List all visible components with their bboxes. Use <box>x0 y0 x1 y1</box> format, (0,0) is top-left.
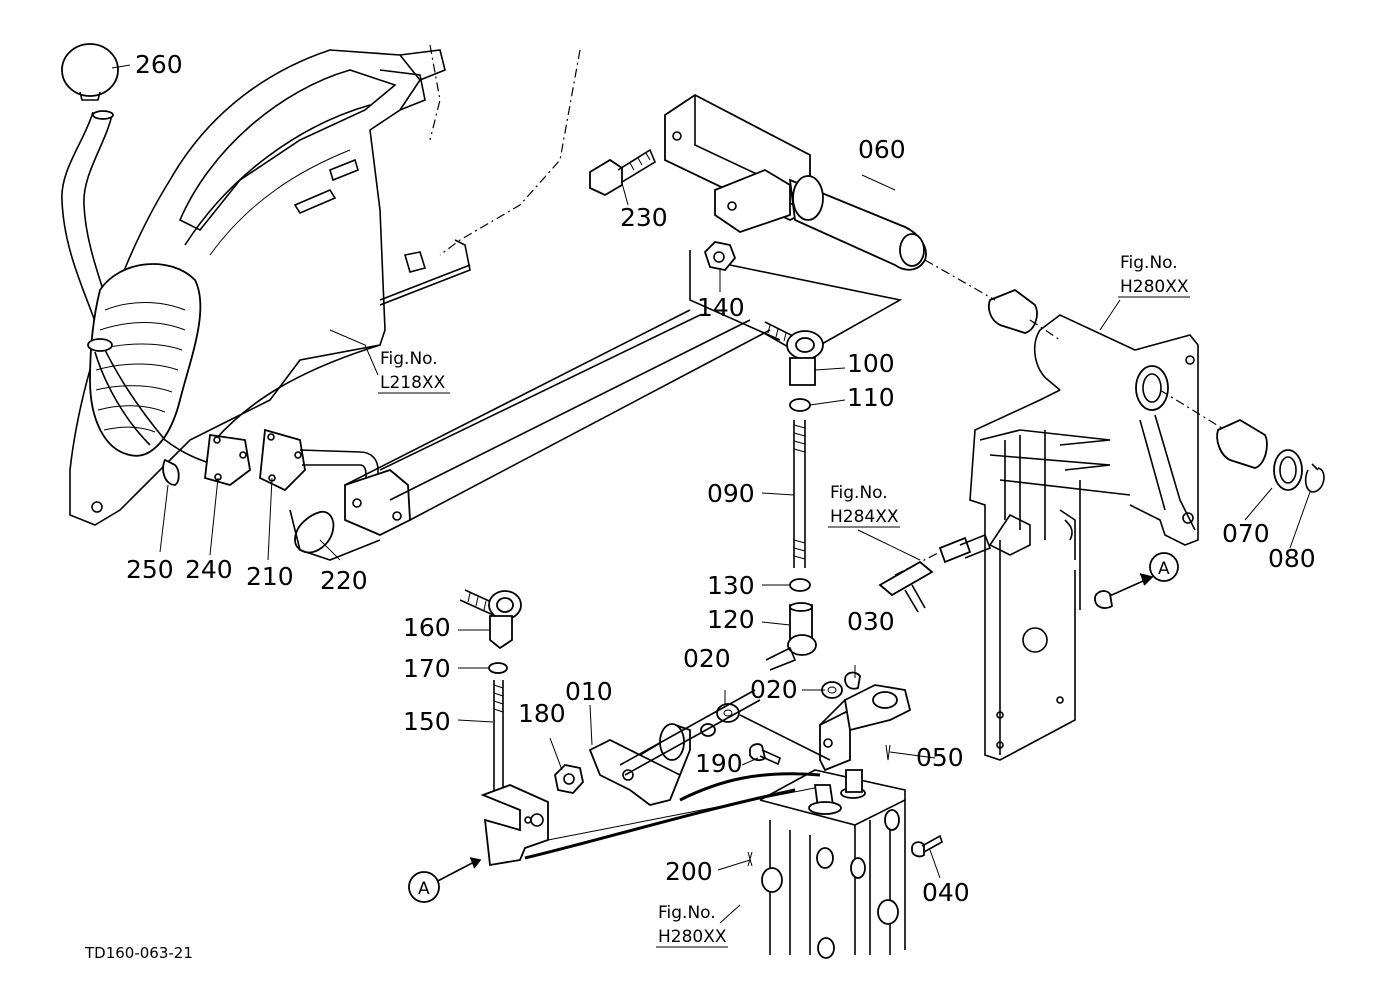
bushings-070-080 <box>924 259 1325 493</box>
fig-ref-h280-top-title: Fig.No. <box>1120 253 1178 273</box>
pivot-plates <box>162 428 411 561</box>
callout-200: 200 <box>665 857 713 886</box>
callout-030: 030 <box>847 607 895 636</box>
fig-ref-l218-code: L218XX <box>380 373 446 393</box>
lever-010 <box>588 689 761 806</box>
valve-body <box>739 684 943 959</box>
right-housing <box>969 314 1199 761</box>
callout-240: 240 <box>185 555 233 584</box>
callout-100: 100 <box>847 349 895 378</box>
callout-180: 180 <box>518 699 566 728</box>
figure-references: Fig.No. L218XX Fig.No. H280XX Fig.No. H2… <box>378 253 1190 948</box>
callout-110: 110 <box>847 383 895 412</box>
svg-text:A: A <box>1158 559 1170 579</box>
shaft-bracket-060 <box>664 93 927 346</box>
callout-020-lower: 020 <box>750 675 798 704</box>
callout-250: 250 <box>126 555 174 584</box>
marker-a-left: A <box>408 871 440 903</box>
callout-labels: 260 230 060 140 100 110 090 130 120 030 … <box>126 50 1316 907</box>
callout-130: 130 <box>707 571 755 600</box>
callout-150: 150 <box>403 707 451 736</box>
rubber-boot <box>87 263 216 466</box>
callout-020-upper: 020 <box>683 644 731 673</box>
bolt-190 <box>749 743 781 766</box>
fig-ref-h284-title: Fig.No. <box>830 483 888 503</box>
callout-160: 160 <box>403 613 451 642</box>
marker-a-right: A <box>1149 552 1179 582</box>
fig-ref-h280-top-code: H280XX <box>1120 277 1189 297</box>
callout-260: 260 <box>135 50 183 79</box>
callout-060: 060 <box>858 135 906 164</box>
fig-ref-h284-code: H284XX <box>830 507 899 527</box>
callout-230: 230 <box>620 203 668 232</box>
callout-120: 120 <box>707 605 755 634</box>
callout-170: 170 <box>403 654 451 683</box>
fender-housing <box>69 44 581 526</box>
callout-040: 040 <box>922 878 970 907</box>
callout-070: 070 <box>1222 519 1270 548</box>
bolt-230 <box>589 148 657 197</box>
pin-h284 <box>878 533 992 613</box>
fig-ref-l218-title: Fig.No. <box>380 349 438 369</box>
callout-140: 140 <box>697 293 745 322</box>
callout-080: 080 <box>1268 544 1316 573</box>
rod-bracket <box>480 784 549 867</box>
svg-text:A: A <box>418 879 430 899</box>
cross-shaft <box>344 309 771 521</box>
leader-lines <box>111 64 1311 924</box>
rod-assembly-090 <box>761 321 824 671</box>
nut-140 <box>703 241 737 271</box>
callout-220: 220 <box>320 566 368 595</box>
washers-020-030 <box>700 671 861 737</box>
fig-ref-h280-bottom-title: Fig.No. <box>658 903 716 923</box>
nut-180 <box>554 764 584 794</box>
rod-assembly-150 <box>459 589 522 795</box>
callout-090: 090 <box>707 479 755 508</box>
routing-arrows <box>429 573 1154 886</box>
fig-ref-h280-bottom-code: H280XX <box>658 927 727 947</box>
callout-190: 190 <box>695 749 743 778</box>
callout-210: 210 <box>246 562 294 591</box>
callout-010: 010 <box>565 677 613 706</box>
diagram-code: TD160-063-21 <box>84 944 193 962</box>
callout-050: 050 <box>916 743 964 772</box>
